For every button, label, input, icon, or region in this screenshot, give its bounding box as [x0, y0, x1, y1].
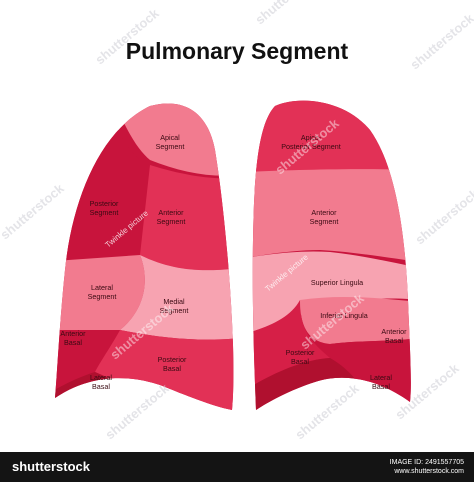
watermark-text: shutterstock: [412, 185, 474, 247]
label-apico-posterior-segment: Apico-Posterior Segment: [281, 133, 341, 151]
watermark-text: shutterstock: [292, 380, 362, 442]
footer-brand: shutterstock: [12, 459, 91, 474]
label-superior-lingula: Superior Lingula: [311, 278, 363, 287]
diagram-title: Pulmonary Segment: [125, 38, 349, 64]
label-inferior-lingula: Inferior Lingula: [320, 311, 368, 320]
watermark-text: shutterstock: [102, 380, 172, 442]
footer-image-id: IMAGE ID: 2491557705: [389, 459, 464, 466]
watermark-text: shutterstock: [252, 0, 322, 27]
footer-site: www.shutterstock.com: [394, 468, 464, 475]
watermark-text: shutterstock: [92, 5, 162, 67]
watermark-text: shutterstock: [407, 10, 474, 72]
footer-image-info: IMAGE ID: 2491557705 www.shutterstock.co…: [390, 458, 464, 476]
footer-bar: shutterstock IMAGE ID: 2491557705 www.sh…: [0, 452, 474, 482]
right-lung: [55, 103, 234, 411]
watermark-text: shutterstock: [0, 180, 67, 242]
left-lung: [252, 100, 411, 410]
watermark-twinkle: Twinkle picture: [161, 64, 208, 105]
